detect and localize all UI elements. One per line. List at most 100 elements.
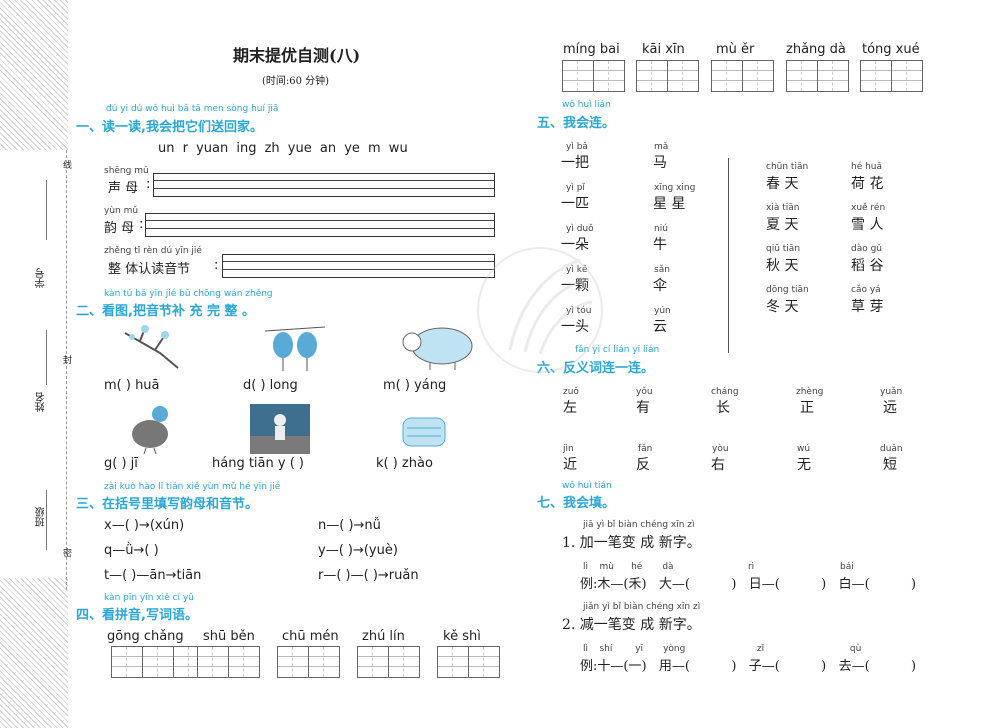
s5-thing-2[interactable]: 雪 人 bbox=[851, 217, 884, 233]
s4-top-grid-5[interactable] bbox=[860, 60, 923, 92]
s7-q2-example[interactable]: 例:十—(一) 用—( ) 子—( ) 去—( ) bbox=[580, 659, 917, 674]
s4-top-4: zhǎng dà bbox=[786, 42, 846, 57]
s5-mid-4[interactable]: 伞 bbox=[653, 278, 667, 294]
s5-title: 五、我会连。 bbox=[537, 116, 616, 131]
s4-word-3: chū mén bbox=[282, 629, 339, 644]
s5-season-1[interactable]: 春 天 bbox=[766, 176, 799, 192]
line-mark: 线 bbox=[61, 160, 71, 169]
s5-thing-4[interactable]: 草 芽 bbox=[851, 299, 884, 315]
s4-title: 四、看拼音,写词语。 bbox=[76, 608, 198, 623]
s2-title: 二、看图,把音节补 充 完 整 。 bbox=[76, 304, 256, 319]
s2-b2[interactable]: háng tiān y ( ) bbox=[212, 456, 304, 471]
s5-mid-1[interactable]: 马 bbox=[653, 155, 667, 171]
s1-r3-py: zhěng tǐ rèn dú yīn jié bbox=[104, 246, 202, 256]
s4-top-grid-2[interactable] bbox=[636, 60, 699, 92]
s6-top-py-5: yuǎn bbox=[880, 387, 903, 397]
s5-thing-py-4: cǎo yá bbox=[851, 285, 881, 295]
class-underline bbox=[46, 490, 47, 550]
syllable-writing-line[interactable] bbox=[222, 254, 495, 278]
s6-top-py-2: yǒu bbox=[636, 387, 653, 397]
s4-top-grid-4[interactable] bbox=[786, 60, 849, 92]
colon: : bbox=[139, 217, 144, 232]
rooster-image bbox=[132, 406, 168, 454]
s2-a3[interactable]: m( ) yáng bbox=[383, 378, 447, 393]
s2-a1[interactable]: m( ) huā bbox=[104, 378, 160, 393]
s7-q1-py: jiā yì bǐ biàn chéng xīn zì bbox=[583, 520, 695, 530]
s4-grid-5[interactable] bbox=[437, 646, 500, 678]
s5-season-3[interactable]: 秋 天 bbox=[766, 258, 799, 274]
s4-top-grid-3[interactable] bbox=[711, 60, 774, 92]
s5-left-py-2: yì pǐ bbox=[566, 183, 585, 193]
s1-r2-label: 韵 母 bbox=[104, 221, 135, 236]
s3-pinyin: zài kuò hào lǐ tián xiě yùn mǔ hé yīn ji… bbox=[104, 482, 281, 492]
s5-season-2[interactable]: 夏 天 bbox=[766, 217, 799, 233]
s7-title: 七、我会填。 bbox=[537, 496, 616, 511]
s5-season-py-1: chūn tiān bbox=[766, 162, 809, 172]
name-label: 姓名 bbox=[36, 392, 47, 412]
s5-thing-3[interactable]: 稻 谷 bbox=[851, 258, 884, 274]
s6-top-4[interactable]: 正 bbox=[800, 400, 814, 416]
astronaut-image bbox=[250, 404, 310, 454]
page-title: 期末提优自测(八) bbox=[233, 46, 361, 65]
s5-season-4[interactable]: 冬 天 bbox=[766, 299, 799, 315]
hatch-top bbox=[0, 0, 68, 150]
vowel-writing-line[interactable] bbox=[145, 213, 495, 237]
s6-top-py-1: zuǒ bbox=[563, 387, 579, 397]
s1-r3-label: 整 体认读音节 bbox=[108, 262, 191, 277]
consonant-writing-line[interactable] bbox=[153, 173, 495, 197]
s5-left-5[interactable]: 一头 bbox=[561, 319, 589, 335]
s5-season-py-2: xià tiān bbox=[766, 203, 800, 213]
s5-left-4[interactable]: 一颗 bbox=[561, 278, 589, 294]
s6-bot-4[interactable]: 无 bbox=[797, 457, 811, 473]
s1-r1-py: shēng mǔ bbox=[104, 166, 149, 176]
s5-mid-2[interactable]: 星 星 bbox=[653, 196, 686, 212]
s3-l2[interactable]: q—ǜ→( ) bbox=[104, 543, 159, 558]
s6-top-py-3: cháng bbox=[711, 387, 739, 397]
column-divider bbox=[728, 158, 729, 353]
s5-mid-py-1: mǎ bbox=[654, 142, 669, 152]
s4-top-grid-1[interactable] bbox=[562, 60, 625, 92]
s1-r2-py: yùn mǔ bbox=[104, 206, 139, 216]
s3-r1[interactable]: n—( )→nǚ bbox=[318, 518, 381, 533]
s4-grid-4[interactable] bbox=[357, 646, 420, 678]
s6-bot-py-1: jìn bbox=[563, 444, 574, 454]
s6-bot-1[interactable]: 近 bbox=[563, 457, 577, 473]
s2-b1[interactable]: g( ) jī bbox=[104, 456, 138, 471]
s5-mid-py-5: yún bbox=[654, 306, 671, 316]
s6-pinyin: fǎn yì cí lián yi lián bbox=[575, 345, 660, 355]
s5-thing-1[interactable]: 荷 花 bbox=[851, 176, 884, 192]
s5-thing-py-2: xuě rén bbox=[851, 203, 886, 213]
s2-a2[interactable]: d( ) long bbox=[243, 378, 298, 393]
s2-b3[interactable]: k( ) zhào bbox=[376, 456, 433, 471]
s3-l3[interactable]: t—( )—ān→tiān bbox=[104, 568, 202, 583]
s5-left-3[interactable]: 一朵 bbox=[561, 237, 589, 253]
s3-r3[interactable]: r—( )—( )→ruǎn bbox=[318, 568, 419, 583]
s5-left-1[interactable]: 一把 bbox=[561, 155, 589, 171]
s6-bot-3[interactable]: 右 bbox=[711, 457, 725, 473]
s6-top-py-4: zhèng bbox=[796, 387, 824, 397]
s4-word-5: kě shì bbox=[443, 629, 481, 644]
s7-q1-example[interactable]: 例:木—(禾) 大—( ) 日—( ) 白—( ) bbox=[580, 577, 917, 592]
dense-mark: 密 bbox=[61, 548, 71, 557]
s4-word-4: zhú lín bbox=[362, 629, 405, 644]
s5-mid-3[interactable]: 牛 bbox=[653, 237, 667, 253]
s5-left-2[interactable]: 一匹 bbox=[561, 196, 589, 212]
class-label: 班级 bbox=[36, 507, 47, 527]
s5-mid-5[interactable]: 云 bbox=[653, 319, 667, 335]
s6-top-2[interactable]: 有 bbox=[636, 400, 650, 416]
s4-grid-2[interactable] bbox=[197, 646, 260, 678]
s3-r2[interactable]: y—( )→(yuè) bbox=[318, 543, 398, 558]
s5-pinyin: wǒ huì lián bbox=[562, 100, 611, 110]
sheep-image bbox=[402, 327, 473, 370]
s1-pinyin: dú yi dú wǒ huì bǎ tā men sòng huí jiā bbox=[106, 104, 279, 114]
s4-grid-3[interactable] bbox=[277, 646, 340, 678]
s5-left-py-3: yì duǒ bbox=[566, 224, 594, 234]
colon: : bbox=[214, 258, 219, 273]
s3-l1[interactable]: x—( )→(xún) bbox=[104, 518, 185, 533]
s4-top-1: míng bai bbox=[563, 42, 620, 57]
s6-top-1[interactable]: 左 bbox=[563, 400, 577, 416]
s6-top-5[interactable]: 远 bbox=[883, 400, 897, 416]
s6-top-3[interactable]: 长 bbox=[716, 400, 730, 416]
s6-bot-5[interactable]: 短 bbox=[883, 457, 897, 473]
s6-bot-2[interactable]: 反 bbox=[636, 457, 650, 473]
